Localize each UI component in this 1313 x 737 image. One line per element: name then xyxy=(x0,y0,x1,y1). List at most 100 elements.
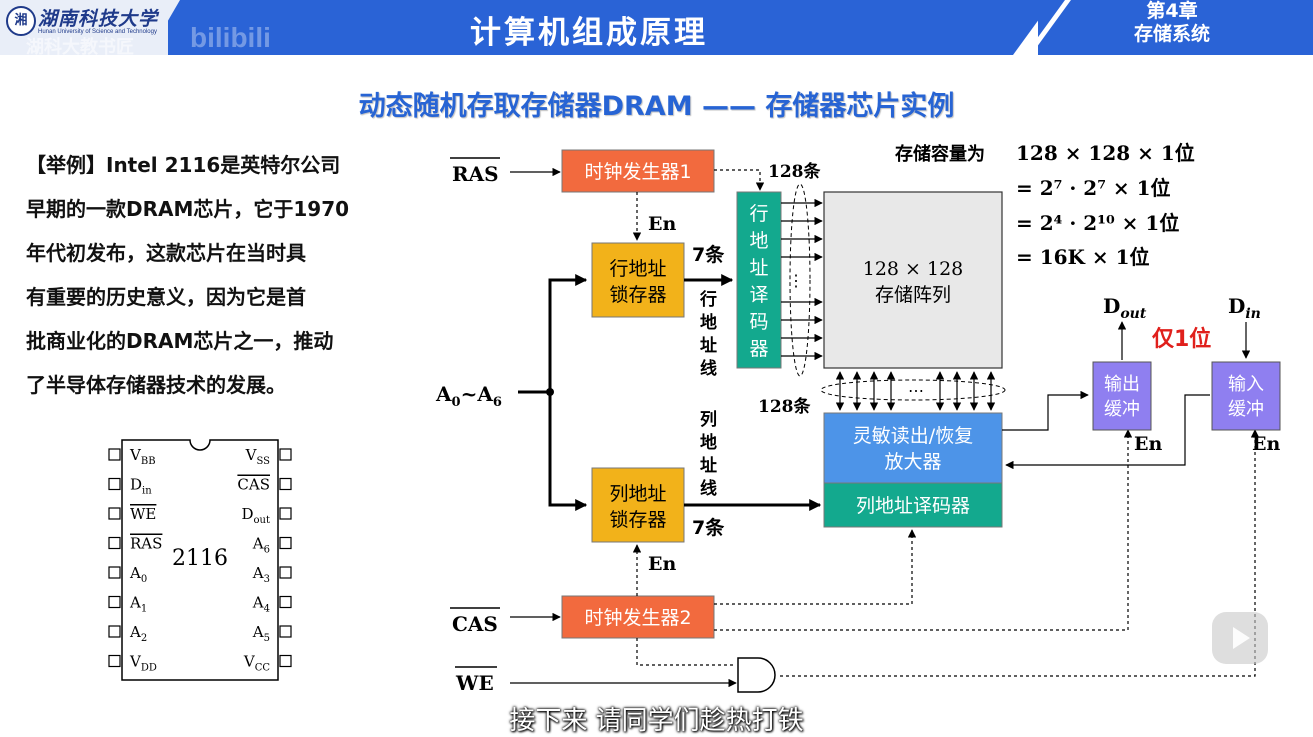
chip-pin xyxy=(108,625,121,638)
chip-pin xyxy=(108,536,121,550)
capacity-label: 存储容量为 xyxy=(895,143,985,165)
example-paragraph: 【举例】Intel 2116是英特尔公司 早期的一款DRAM芯片，它于1970 … xyxy=(26,143,396,407)
one-bit-note: 仅1位 xyxy=(1152,326,1211,352)
chip-pin xyxy=(108,448,121,461)
svg-text:码: 码 xyxy=(749,311,768,333)
chip-pin xyxy=(279,536,292,550)
cas-label: CAS xyxy=(452,612,498,636)
dout-label: Dout xyxy=(1103,294,1147,322)
data-paths xyxy=(1002,321,1251,470)
chip-pin-label: RAS xyxy=(130,535,162,553)
chip-pin-label: A4 xyxy=(252,594,270,615)
chip-pin-label: VDD xyxy=(129,653,157,674)
array-size: 128 × 128 xyxy=(863,258,964,280)
storage-array: 128 × 128 存储阵列 xyxy=(823,191,1003,369)
chip-name: 2116 xyxy=(172,546,228,571)
chip-pin xyxy=(279,654,292,668)
chip-pin-label: WE xyxy=(130,505,156,523)
svg-text:列: 列 xyxy=(700,409,717,430)
chip-pin-label: VSS xyxy=(245,446,271,467)
col-latch-line1: 列地址 xyxy=(609,483,666,505)
din-label: Din xyxy=(1228,294,1261,322)
capacity-line: = 2⁷ · 2⁷ × 1位 xyxy=(1016,176,1171,200)
svg-text:译: 译 xyxy=(749,284,768,306)
col-seven-lines: 7条 xyxy=(692,516,725,539)
chip-pin-label: CAS xyxy=(237,476,270,494)
header-logo-slant xyxy=(148,0,180,55)
control-inputs: RAS CAS WE xyxy=(450,157,737,695)
capacity-line: = 2⁴ · 2¹⁰ × 1位 xyxy=(1016,211,1179,235)
example-line: 有重要的历史意义，因为它是首 xyxy=(26,285,306,309)
chip-pin-label: VCC xyxy=(243,653,270,674)
svg-text:线: 线 xyxy=(700,478,717,499)
row-latch-enable: En xyxy=(648,213,676,235)
we-label: WE xyxy=(455,671,494,695)
svg-text:址: 址 xyxy=(700,456,717,476)
svg-text:址: 址 xyxy=(700,336,717,356)
chip-pin xyxy=(279,507,292,520)
column-address-decoder: 列地址译码器 xyxy=(823,482,1003,528)
example-line: 年代初发布，这款芯片在当时具 xyxy=(26,241,306,265)
chip-pin-label: VBB xyxy=(129,446,156,467)
column-address-latch: 列地址 锁存器 xyxy=(591,467,685,543)
chip-pin xyxy=(108,566,121,579)
chapter-name: 存储系统 xyxy=(1133,23,1210,45)
capacity-line: 128 × 128 × 1位 xyxy=(1016,141,1195,165)
svg-text:行: 行 xyxy=(699,289,717,310)
example-line: 【举例】Intel 2116是英特尔公司 xyxy=(26,153,341,177)
clock2-label: 时钟发生器2 xyxy=(584,607,691,629)
chip-pin-label: A1 xyxy=(129,594,147,615)
example-line: 早期的一款DRAM芯片，它于1970 xyxy=(26,197,350,221)
chip-pin-label: A6 xyxy=(252,535,270,556)
col-latch-line2: 锁存器 xyxy=(609,509,666,531)
svg-text:线: 线 xyxy=(700,358,717,379)
svg-text:地: 地 xyxy=(749,230,768,252)
and-gate xyxy=(737,657,776,693)
chip-pin xyxy=(108,507,121,520)
col-128-lines: 128条 xyxy=(758,396,811,417)
university-name-en: Hunan University of Science and Technolo… xyxy=(38,29,157,35)
chip-pin xyxy=(108,595,121,609)
output-buffer-enable: En xyxy=(1134,433,1162,455)
chip-pin-label: A3 xyxy=(252,564,270,585)
chip-body xyxy=(121,439,279,681)
row-latch-line1: 行地址 xyxy=(609,258,666,280)
chip-pin-label: A0 xyxy=(129,564,147,585)
svg-text:输入: 输入 xyxy=(1228,374,1264,395)
sense-amplifier: 灵敏读出/恢复 放大器 xyxy=(823,412,1003,484)
svg-text:地: 地 xyxy=(700,312,717,333)
chip-pin xyxy=(279,566,292,579)
svg-text:器: 器 xyxy=(749,338,768,360)
row-latch-line2: 锁存器 xyxy=(609,284,666,306)
ras-label: RAS xyxy=(452,162,499,186)
chip-pin xyxy=(279,477,292,491)
row-lines-ellipsis: ⋮ xyxy=(788,271,804,290)
example-line: 了半导体存储器技术的发展。 xyxy=(26,373,286,397)
chip-pin xyxy=(279,625,292,638)
svg-text:放大器: 放大器 xyxy=(884,451,941,473)
play-icon[interactable] xyxy=(1212,612,1268,664)
svg-text:址: 址 xyxy=(749,257,768,279)
clock-generator-2: 时钟发生器2 xyxy=(561,595,715,639)
input-buffer-enable: En xyxy=(1252,433,1280,455)
svg-text:行: 行 xyxy=(749,203,768,225)
output-buffer: 输出 缓冲 xyxy=(1092,361,1152,431)
row-lines-bundle xyxy=(789,183,811,377)
bit-lines xyxy=(835,371,996,411)
clock1-label: 时钟发生器1 xyxy=(584,161,691,183)
bit-lines-ellipsis: ⋯ xyxy=(908,381,924,400)
clock-generator-1: 时钟发生器1 xyxy=(561,149,715,193)
video-subtitle: 接下来 请同学们趁热打铁 xyxy=(509,706,804,736)
chip-pin-label: Dout xyxy=(241,505,270,526)
capacity-calc: 存储容量为 128 × 128 × 1位 = 2⁷ · 2⁷ × 1位 = 2⁴… xyxy=(895,141,1195,269)
header-chapter-area xyxy=(1038,0,1313,55)
row-wire-label: 行 地 址 线 xyxy=(699,289,717,379)
chapter-label: 第4章 存储系统 xyxy=(1112,0,1232,46)
example-line: 批商业化的DRAM芯片之一，推动 xyxy=(26,329,334,353)
bit-lines-bundle xyxy=(820,379,1006,401)
chip-pin xyxy=(108,477,121,491)
chip-pin xyxy=(108,654,121,668)
